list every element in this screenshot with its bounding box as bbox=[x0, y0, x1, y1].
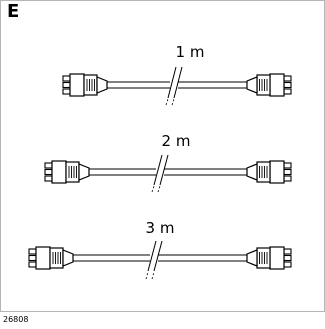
cable-1m: 1 m bbox=[62, 43, 291, 106]
panel-letter: E bbox=[7, 1, 20, 22]
cable-3m: 3 m bbox=[28, 219, 291, 280]
cable-length-label: 2 m bbox=[162, 132, 191, 150]
cable-length-label: 3 m bbox=[146, 219, 175, 237]
cable-length-label: 1 m bbox=[176, 43, 205, 61]
figure-number: 26808 bbox=[3, 315, 29, 324]
cable-2m: 2 m bbox=[44, 132, 291, 193]
